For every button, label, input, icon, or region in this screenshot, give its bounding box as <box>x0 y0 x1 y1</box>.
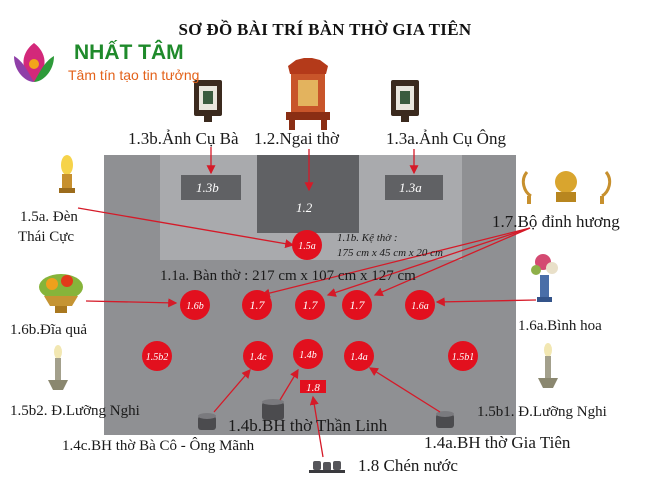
arrow-1-6a <box>435 297 537 307</box>
label-1-6a: 1.6a.Bình hoa <box>518 318 602 334</box>
label-1-5a: 1.5a. Đèn <box>20 209 78 225</box>
badge-1-7r <box>342 290 372 320</box>
label-1-6b: 1.6b.Đĩa quả <box>10 322 88 338</box>
badge-1-7m <box>295 290 325 320</box>
label-1-3b: 1.3b.Ảnh Cụ Bà <box>128 129 239 148</box>
arrow-1-7-left <box>260 227 531 298</box>
badge-label: 1.5b1 <box>452 352 475 363</box>
water-cups-icon <box>309 461 345 473</box>
box-1-3b <box>181 175 241 200</box>
brand-tagline: Tâm tín tạo tin tưởng <box>68 67 200 83</box>
badge-1-4c <box>243 341 273 371</box>
label-1-4b: 1.4b.BH thờ Thần Linh <box>228 416 388 435</box>
badge-label: 1.5b2 <box>146 352 169 363</box>
label-1-8: 1.8 Chén nước <box>358 456 458 475</box>
label-1-3a: 1.3a.Ảnh Cụ Ông <box>386 129 506 148</box>
box-1-3b-label: 1.3b <box>196 180 219 195</box>
label-1-4c: 1.4c.BH thờ Bà Cô - Ông Mãnh <box>62 438 255 454</box>
incense-bowl-center-icon <box>262 399 284 420</box>
badge-1-5b1 <box>448 341 478 371</box>
badge-1-4a <box>344 341 374 371</box>
badge-label: 1.4c <box>250 352 268 363</box>
brand-logo-icon <box>14 43 54 82</box>
arrow-1-7-mid <box>326 227 531 297</box>
arrow-1-7-right <box>373 227 531 297</box>
badge-label: 1.7 <box>250 298 266 312</box>
portrait-grandmother-icon <box>194 80 222 122</box>
label-1-5a-line2: Thái Cực <box>18 229 75 245</box>
box-1-2-label: 1.2 <box>296 200 313 215</box>
label-1-1b: 1.1b. Kệ thờ : <box>337 232 398 244</box>
label-1-1a: 1.1a. Bàn thờ : 217 cm x 107 cm x 127 cm <box>160 268 416 284</box>
label-1-7: 1.7.Bộ đỉnh hương <box>492 212 620 231</box>
label-1-4a: 1.4a.BH thờ Gia Tiên <box>424 433 571 452</box>
incense-set-icon <box>521 171 612 204</box>
badge-1-5b2 <box>142 341 172 371</box>
badge-label: 1.7 <box>350 298 366 312</box>
arrow-1-5a <box>77 207 295 249</box>
throne-icon <box>286 58 330 130</box>
box-1-2 <box>257 155 359 233</box>
label-1-2: 1.2.Ngai thờ <box>254 129 340 148</box>
lamp-left-icon <box>48 345 68 390</box>
lamp-right-icon <box>538 343 558 388</box>
brand-name: NHẤT TÂM <box>74 41 184 64</box>
arrow-1-4a <box>368 367 441 413</box>
arrow-1-8 <box>309 395 324 458</box>
badge-label: 1.5a <box>298 241 316 252</box>
badge-1-7l <box>242 290 272 320</box>
badge-label: 1.4a <box>350 352 368 363</box>
badge-label: 1.6a <box>411 301 429 312</box>
box-1-3a <box>385 175 443 200</box>
page-title: SƠ ĐỒ BÀI TRÍ BÀN THỜ GIA TIÊN <box>178 20 472 39</box>
cup-marker-label: 1.8 <box>306 382 320 394</box>
label-1-5b1: 1.5b1. Đ.Lưỡng Nghi <box>477 404 607 420</box>
incense-bowl-right-icon <box>436 411 454 428</box>
badge-1-4b <box>293 339 323 369</box>
badge-label: 1.7 <box>303 298 319 312</box>
badge-1-6a <box>405 290 435 320</box>
cup-marker <box>300 380 326 393</box>
badge-label: 1.6b <box>186 301 204 312</box>
label-1-1b-size: 175 cm x 45 cm x 20 cm <box>337 247 443 259</box>
taiji-lamp-icon <box>59 155 75 193</box>
box-1-3a-label: 1.3a <box>399 180 422 195</box>
badge-1-5a <box>292 230 322 260</box>
arrow-1-4b <box>279 368 299 401</box>
incense-bowl-left-icon <box>198 413 216 430</box>
fruit-plate-icon <box>39 274 83 313</box>
flower-vase-icon <box>531 254 558 302</box>
badge-label: 1.4b <box>299 350 317 361</box>
arrow-1-6b <box>85 298 178 308</box>
badges: 1.5a 1.6b 1.7 1.7 1.7 1.6a 1.5b2 1.4c 1.4b 1.4a 1.… <box>142 230 478 371</box>
arrows <box>77 147 537 458</box>
badge-1-6b <box>180 290 210 320</box>
label-1-5b2: 1.5b2. Đ.Lưỡng Nghi <box>10 403 140 419</box>
portrait-grandfather-icon <box>391 80 419 122</box>
arrow-1-4c <box>213 369 251 413</box>
